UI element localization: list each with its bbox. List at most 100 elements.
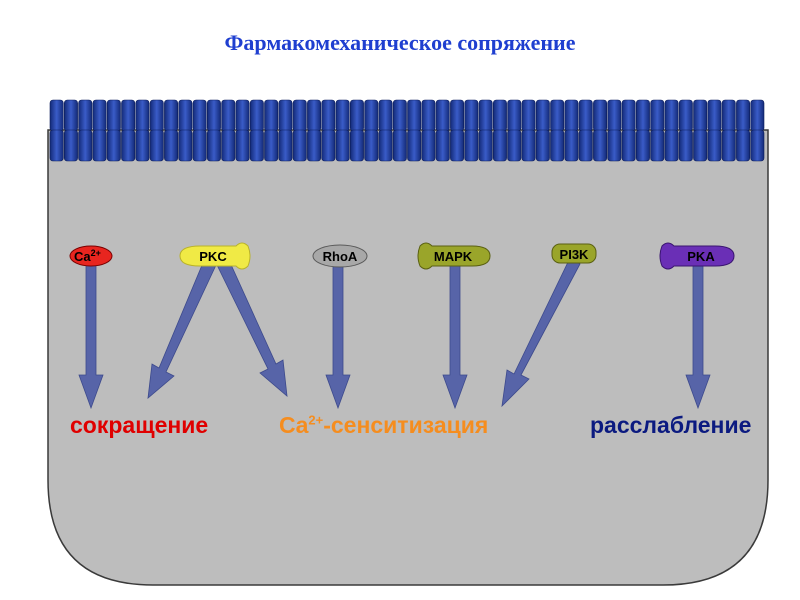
molecule-pi3k-shape bbox=[551, 243, 597, 264]
membrane-tile bbox=[49, 129, 64, 162]
arrow-pi3k-to-sensitization bbox=[501, 257, 581, 408]
membrane-tile bbox=[450, 129, 464, 162]
membrane-tile bbox=[321, 99, 336, 132]
outcome-contraction: сокращение bbox=[70, 412, 208, 439]
arrow-pkc-to-contraction bbox=[147, 257, 218, 399]
membrane-tile bbox=[349, 129, 364, 162]
molecule-pkc-shape bbox=[179, 242, 251, 270]
membrane-tile bbox=[736, 99, 751, 132]
membrane-tile bbox=[349, 99, 364, 132]
membrane-tile bbox=[693, 99, 708, 132]
molecule-pi3k: PI3K bbox=[551, 243, 597, 264]
membrane-tile bbox=[421, 99, 436, 132]
membrane-tile bbox=[335, 99, 350, 132]
membrane-tile bbox=[464, 99, 479, 132]
membrane-tile bbox=[492, 99, 507, 132]
membrane-tile bbox=[664, 129, 679, 162]
cell-membrane bbox=[49, 99, 765, 162]
membrane-tile bbox=[221, 99, 236, 132]
molecule-pka-shape bbox=[659, 242, 735, 270]
membrane-tile bbox=[292, 99, 307, 132]
membrane-tile bbox=[550, 129, 565, 162]
membrane-tile bbox=[307, 129, 321, 162]
cell-body bbox=[47, 129, 769, 586]
membrane-tile bbox=[106, 99, 121, 132]
membrane-tile bbox=[435, 129, 450, 162]
membrane-tile bbox=[264, 129, 279, 162]
membrane-tile bbox=[64, 129, 78, 162]
membrane-tile bbox=[335, 129, 350, 162]
molecule-pka-label: PKA bbox=[687, 249, 715, 264]
membrane-tile bbox=[578, 99, 593, 132]
arrow-rhoa-to-sensitization bbox=[325, 261, 351, 410]
membrane-tile bbox=[707, 129, 722, 162]
membrane-tile bbox=[235, 129, 250, 162]
membrane-tile bbox=[221, 129, 236, 162]
membrane-tile bbox=[49, 99, 64, 132]
membrane-tile bbox=[607, 129, 622, 162]
membrane-tile bbox=[164, 129, 178, 162]
membrane-tile bbox=[521, 99, 536, 132]
membrane-tile bbox=[106, 129, 121, 162]
arrow-pkc-to-sensitization bbox=[215, 257, 288, 397]
membrane-tile bbox=[249, 129, 264, 162]
membrane-tile bbox=[507, 99, 522, 132]
outcome-relaxation: расслабление bbox=[590, 412, 751, 439]
molecule-ca-shape bbox=[69, 245, 113, 267]
membrane-tile bbox=[92, 129, 107, 162]
membrane-tile bbox=[507, 129, 522, 162]
membrane-tile bbox=[364, 129, 379, 162]
membrane-tile bbox=[478, 129, 493, 162]
membrane-tile bbox=[278, 99, 293, 132]
outcome-contraction-text: сокращение bbox=[70, 412, 209, 438]
molecule-pka: PKA bbox=[659, 242, 735, 270]
molecule-rhoa-label: RhoA bbox=[323, 249, 358, 264]
arrow-ca-to-contraction bbox=[78, 261, 104, 410]
molecule-rhoa: RhoA bbox=[312, 244, 368, 268]
arrow-mapk-to-sensitization bbox=[442, 261, 468, 410]
membrane-tile bbox=[378, 99, 393, 132]
membrane-tile bbox=[135, 129, 150, 162]
membrane-tile bbox=[750, 99, 765, 132]
membrane-tile bbox=[535, 129, 550, 162]
membrane-tile bbox=[721, 129, 736, 162]
membrane-tile bbox=[578, 129, 593, 162]
molecule-mapk-label: MAPK bbox=[434, 249, 473, 264]
membrane-tile bbox=[392, 99, 407, 132]
outcome-sensitization-base: Ca bbox=[279, 412, 309, 438]
membrane-tile bbox=[664, 99, 679, 132]
membrane-tile bbox=[693, 129, 708, 162]
membrane-tile bbox=[249, 99, 264, 132]
membrane-tile bbox=[178, 99, 193, 132]
molecule-mapk-shape bbox=[417, 242, 491, 270]
membrane-tile bbox=[478, 99, 493, 132]
membrane-tile bbox=[307, 99, 321, 132]
membrane-tile bbox=[364, 99, 379, 132]
membrane-tile bbox=[593, 129, 608, 162]
membrane-tile bbox=[78, 99, 93, 132]
membrane-tile bbox=[721, 99, 736, 132]
membrane-tile bbox=[64, 99, 78, 132]
membrane-tile bbox=[464, 129, 479, 162]
membrane-tile bbox=[421, 129, 436, 162]
molecule-mapk: MAPK bbox=[417, 242, 491, 270]
molecule-rhoa-shape bbox=[312, 244, 368, 268]
membrane-tile bbox=[207, 129, 221, 162]
membrane-tile bbox=[621, 99, 636, 132]
membrane-tile bbox=[78, 129, 93, 162]
membrane-tile bbox=[407, 129, 422, 162]
membrane-tile bbox=[707, 99, 722, 132]
membrane-tile bbox=[650, 99, 665, 132]
membrane-tile bbox=[635, 129, 650, 162]
membrane-tile bbox=[121, 129, 136, 162]
molecule-pkc-label: PKC bbox=[199, 249, 227, 264]
membrane-tile bbox=[178, 129, 193, 162]
membrane-tile bbox=[564, 129, 579, 162]
membrane-tile bbox=[593, 99, 608, 132]
membrane-tile bbox=[607, 99, 622, 132]
molecule-ca: Ca2+ bbox=[69, 245, 113, 267]
molecule-pkc: PKC bbox=[179, 242, 251, 270]
membrane-tile bbox=[135, 99, 150, 132]
outcome-sensitization: Ca2+-сенситизация bbox=[279, 412, 488, 439]
